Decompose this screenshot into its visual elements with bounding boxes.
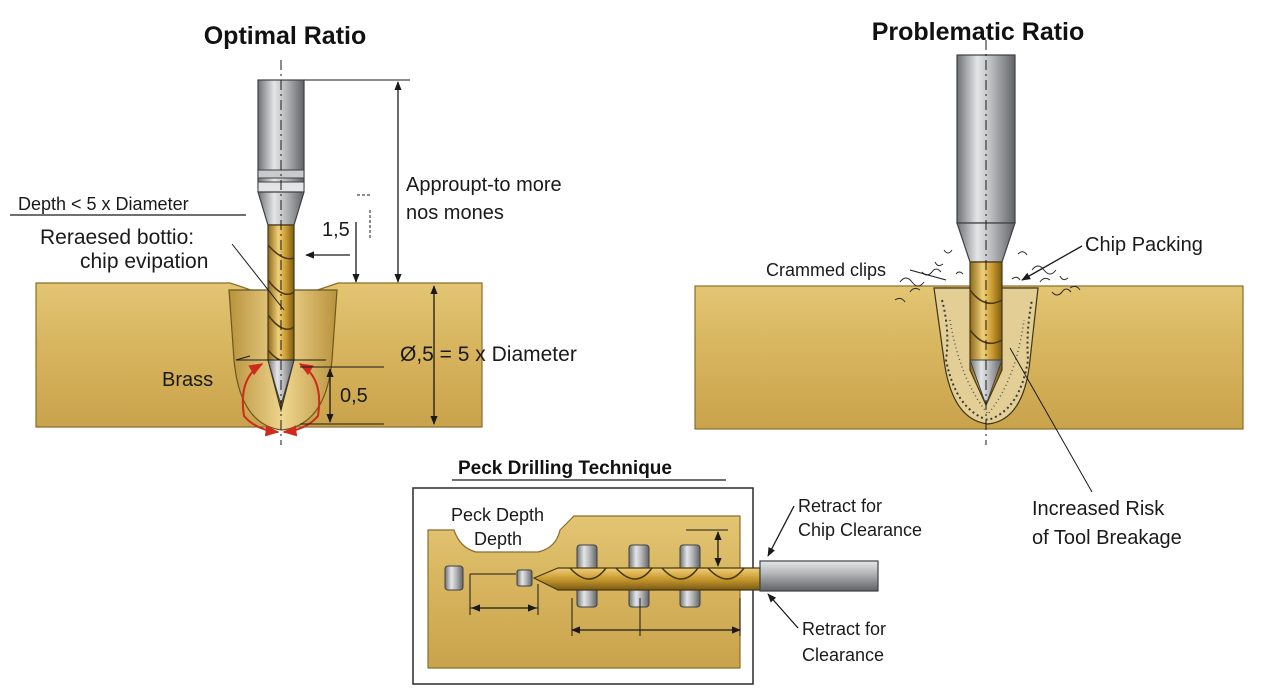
retract-line1: Retract for	[802, 619, 886, 639]
optimal-title: Optimal Ratio	[204, 22, 367, 50]
approach-label-line2: nos mones	[406, 202, 504, 224]
retract-chip-line2: Chip Clearance	[798, 520, 922, 540]
crammed-label: Crammed clips	[766, 260, 886, 280]
risk-label-line2: of Tool Breakage	[1032, 527, 1182, 549]
approach-label-line1: Approupt-to more	[406, 174, 562, 196]
peck-drill-shank	[759, 560, 879, 592]
dim-bottom-label: 0,5	[340, 385, 368, 407]
material-label: Brass	[162, 369, 213, 391]
peck-title: Peck Drilling Technique	[458, 458, 672, 479]
retract-line2: Clearance	[802, 645, 884, 665]
peck-drilling-panel: Peck Drilling Technique Peck Depth Depth	[412, 458, 922, 685]
feature-label-line1: Reraesed bottio:	[40, 226, 194, 249]
chip-cluster	[894, 249, 1081, 303]
peck-depth-line2: Depth	[474, 529, 522, 549]
optimal-ratio-panel: Optimal Ratio Depth < 5 x Diameter Rerae…	[10, 22, 577, 445]
feature-label-line2: chip evipation	[80, 250, 208, 273]
dim-depth-label: Ø,5 = 5 x Diameter	[400, 343, 577, 366]
problematic-ratio-panel: Problematic Ratio Crammed clips Chip Pac…	[694, 18, 1244, 549]
depth-rule-label: Depth < 5 x Diameter	[18, 194, 189, 214]
problematic-title: Problematic Ratio	[872, 18, 1085, 46]
retract-chip-line1: Retract for	[798, 496, 882, 516]
dim-top-label: 1,5	[322, 219, 350, 241]
chip-packing-label: Chip Packing	[1085, 234, 1203, 256]
peck-depth-line1: Peck Depth	[451, 505, 544, 525]
risk-label-line1: Increased Risk	[1032, 498, 1165, 520]
